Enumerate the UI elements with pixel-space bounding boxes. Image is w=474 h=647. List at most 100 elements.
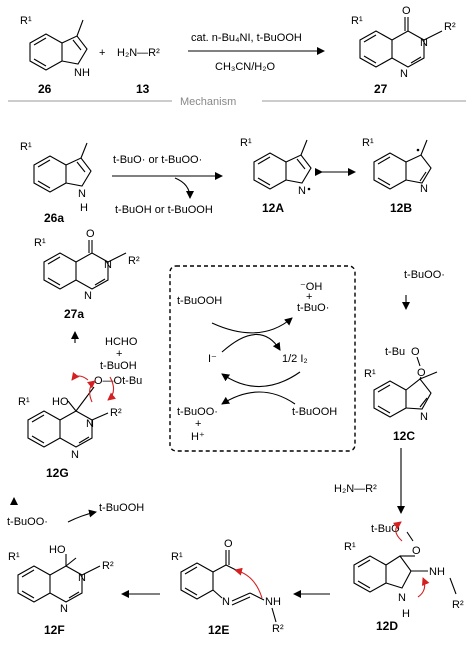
svg-text:t-BuO: t-BuO [371,523,400,535]
compound-13-label: 13 [136,82,150,96]
svg-text:N: N [84,290,92,302]
cycle-iodine: 1/2 I₂ [282,353,308,365]
hcho-label: HCHO [105,336,138,348]
radical-12A: R¹ N [240,137,312,197]
svg-text:N: N [400,68,408,80]
svg-text:O—Ot-Bu: O—Ot-Bu [94,375,142,387]
svg-text:NH: NH [265,596,281,608]
svg-text:R¹: R¹ [364,368,376,380]
svg-text:R²: R² [272,623,284,635]
amine-addition: H₂N—R² [334,483,377,495]
svg-text:R²: R² [452,599,464,611]
quinazolinone-27: O N N R² R¹ [351,5,456,80]
compound-12G-label: 12G [46,466,69,480]
svg-text:N: N [104,259,112,271]
compound-12A-label: 12A [262,201,284,215]
svg-text:R¹: R¹ [20,141,32,153]
intermediate-12G: HO N N R² R¹ O—Ot-Bu [18,372,142,461]
svg-text:R²: R² [102,560,114,572]
radical-12B: R¹ N [362,137,432,195]
plus-sign: + [99,47,105,59]
catalytic-cycle-box [169,265,356,452]
svg-text:O: O [402,5,411,17]
svg-text:t-Bu: t-Bu [385,346,405,358]
svg-text:O: O [411,346,420,358]
svg-text:R¹: R¹ [362,137,374,149]
mechanism-label: Mechanism [180,96,236,108]
cycle-lower-arrow [221,371,301,388]
svg-text:NH: NH [429,566,445,578]
nh-label: NH [74,67,90,79]
svg-text:R¹: R¹ [8,551,20,563]
compound-26-label: 26 [38,82,52,96]
tbuoh-label: t-BuOH [100,360,137,372]
cycle-bottom-right: t-BuOOH [292,406,337,418]
compound-12E-label: 12E [208,623,229,637]
intermediate-12D: t-BuO O NH R² R¹ N H [344,521,464,620]
step1-byproduct: t-BuOH or t-BuOOH [115,204,213,216]
svg-text:+: + [306,291,312,303]
tbuoo-radical-12G: t-BuOO· [7,516,48,528]
hat-arrow [67,509,97,523]
svg-text:O: O [417,367,426,379]
compound-27-label: 27 [374,82,388,96]
svg-text:O: O [412,545,421,557]
svg-text:N: N [78,188,86,200]
compound-27a-label: 27a [64,307,84,321]
svg-text:R¹: R¹ [171,551,183,563]
svg-text:N: N [222,596,230,608]
svg-text:H⁺: H⁺ [191,431,205,443]
svg-text:N: N [71,449,79,461]
svg-text:H: H [402,608,410,620]
compound-26a-label: 26a [44,211,64,225]
svg-text:N: N [420,183,428,195]
svg-text:N: N [420,411,428,423]
svg-text:N: N [398,592,406,604]
compound-12D-label: 12D [376,619,398,633]
indole-26: R¹ NH [20,15,90,79]
intermediate-12F: HO N N R² R¹ [8,544,114,615]
svg-text:+: + [195,418,201,430]
svg-text:R¹: R¹ [344,541,356,553]
conditions-top: cat. n-Bu₄NI, t-BuOOH [191,32,302,44]
svg-text:R²: R² [444,21,456,33]
svg-text:N: N [86,418,94,430]
cycle-top-left: t-BuOOH [177,295,222,307]
intermediate-12E: O N NH R² R¹ [171,538,284,635]
cycle-top-right-1: ⁻OH [300,281,322,293]
compound-12B-label: 12B [390,201,412,215]
tbuooh-12G: t-BuOOH [99,502,144,514]
svg-text:O: O [224,538,233,550]
svg-text:HO: HO [49,544,66,556]
cycle-upper-arrow [211,317,293,334]
conditions-bottom: CH₃CN/H₂O [215,61,276,73]
svg-text:R¹: R¹ [240,137,252,149]
svg-text:N: N [420,37,428,49]
cycle-lower-arrow-2 [221,391,296,405]
svg-text:R²: R² [110,407,122,419]
svg-text:R¹: R¹ [34,237,46,249]
svg-text:R²: R² [128,255,140,267]
quinazolinone-27a: O N N R² R¹ [34,228,140,302]
svg-text:R¹: R¹ [18,396,30,408]
indole-26a: R¹ N H [20,141,92,214]
peroxide-12C: t-Bu O O R¹ N [364,346,438,423]
svg-text:N: N [298,185,306,197]
svg-text:O: O [86,228,95,240]
cycle-bottom-left-1: t-BuOO· [177,406,218,418]
cycle-upper-arrow-2 [221,334,281,353]
compound-12C-label: 12C [393,429,415,443]
amine-13: H₂N—R² [117,47,160,59]
svg-text:H: H [80,202,88,214]
cycle-iodide: I⁻ [208,353,217,365]
svg-text:R¹: R¹ [351,15,363,27]
svg-text:HO: HO [52,396,69,408]
step1-reagent: t-BuO· or t-BuOO· [113,154,202,166]
compound-12F-label: 12F [44,623,65,637]
svg-text:N: N [78,572,86,584]
cycle-top-right-3: t-BuO· [297,302,329,314]
svg-text:N: N [60,603,68,615]
tbuoo-radical-12C: t-BuOO· [404,269,445,281]
step1-curved-arrow [174,177,194,199]
